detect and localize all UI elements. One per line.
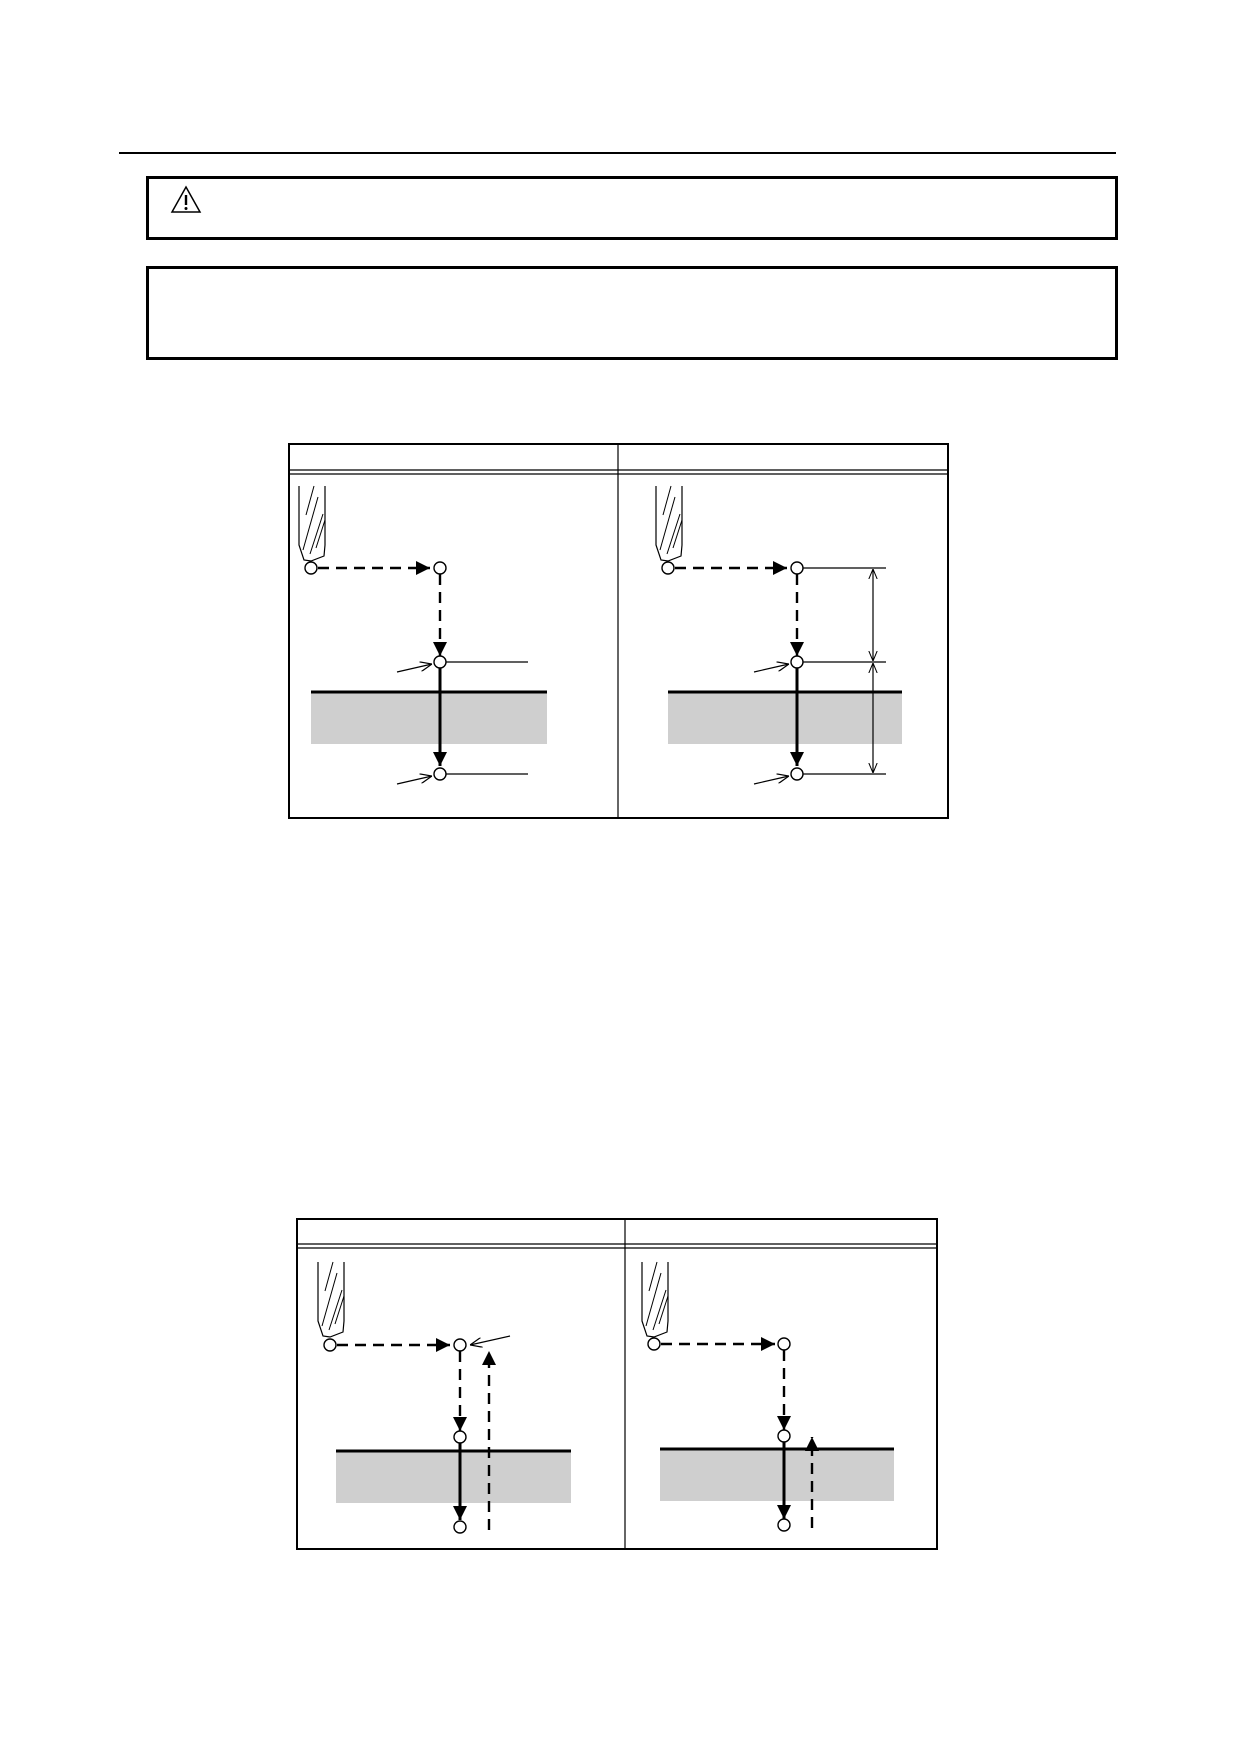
r-point xyxy=(453,1430,467,1444)
z-point-pointer xyxy=(753,776,789,785)
drill-icon xyxy=(317,1261,345,1338)
figure-2-panel-left xyxy=(317,1261,571,1534)
note-box xyxy=(146,266,1118,360)
start-point xyxy=(647,1337,661,1351)
figure-1-panel-left xyxy=(298,485,547,785)
workpiece xyxy=(668,692,902,744)
r-point xyxy=(777,1429,791,1443)
z-point xyxy=(777,1518,791,1532)
z-point xyxy=(453,1520,467,1534)
z-point xyxy=(433,767,447,781)
figure-1-panel-right xyxy=(655,485,902,785)
r-point-pointer xyxy=(753,664,789,673)
initial-level-pointer xyxy=(470,1335,511,1345)
initial-level-point xyxy=(777,1337,791,1351)
warning-triangle-icon xyxy=(170,185,202,213)
figure-2-frame xyxy=(296,1218,938,1550)
initial-level-point xyxy=(453,1338,467,1352)
z-point xyxy=(790,767,804,781)
drill-icon xyxy=(298,485,326,562)
initial-level-point xyxy=(790,561,804,575)
start-point xyxy=(323,1338,337,1352)
r-point-pointer xyxy=(396,664,432,673)
caution-box xyxy=(146,176,1118,240)
figure-2-panel-right xyxy=(641,1261,894,1532)
r-point xyxy=(433,655,447,669)
start-point xyxy=(304,561,318,575)
workpiece xyxy=(311,692,547,744)
workpiece xyxy=(336,1451,571,1503)
start-point xyxy=(661,561,675,575)
drill-icon xyxy=(641,1261,669,1338)
initial-level-point xyxy=(433,561,447,575)
r-point xyxy=(790,655,804,669)
workpiece xyxy=(660,1449,894,1501)
z-point-pointer xyxy=(396,776,432,785)
drill-icon xyxy=(655,485,683,562)
header-rule xyxy=(119,152,1116,154)
figure-1 xyxy=(288,443,949,819)
figure-2 xyxy=(296,1218,938,1550)
